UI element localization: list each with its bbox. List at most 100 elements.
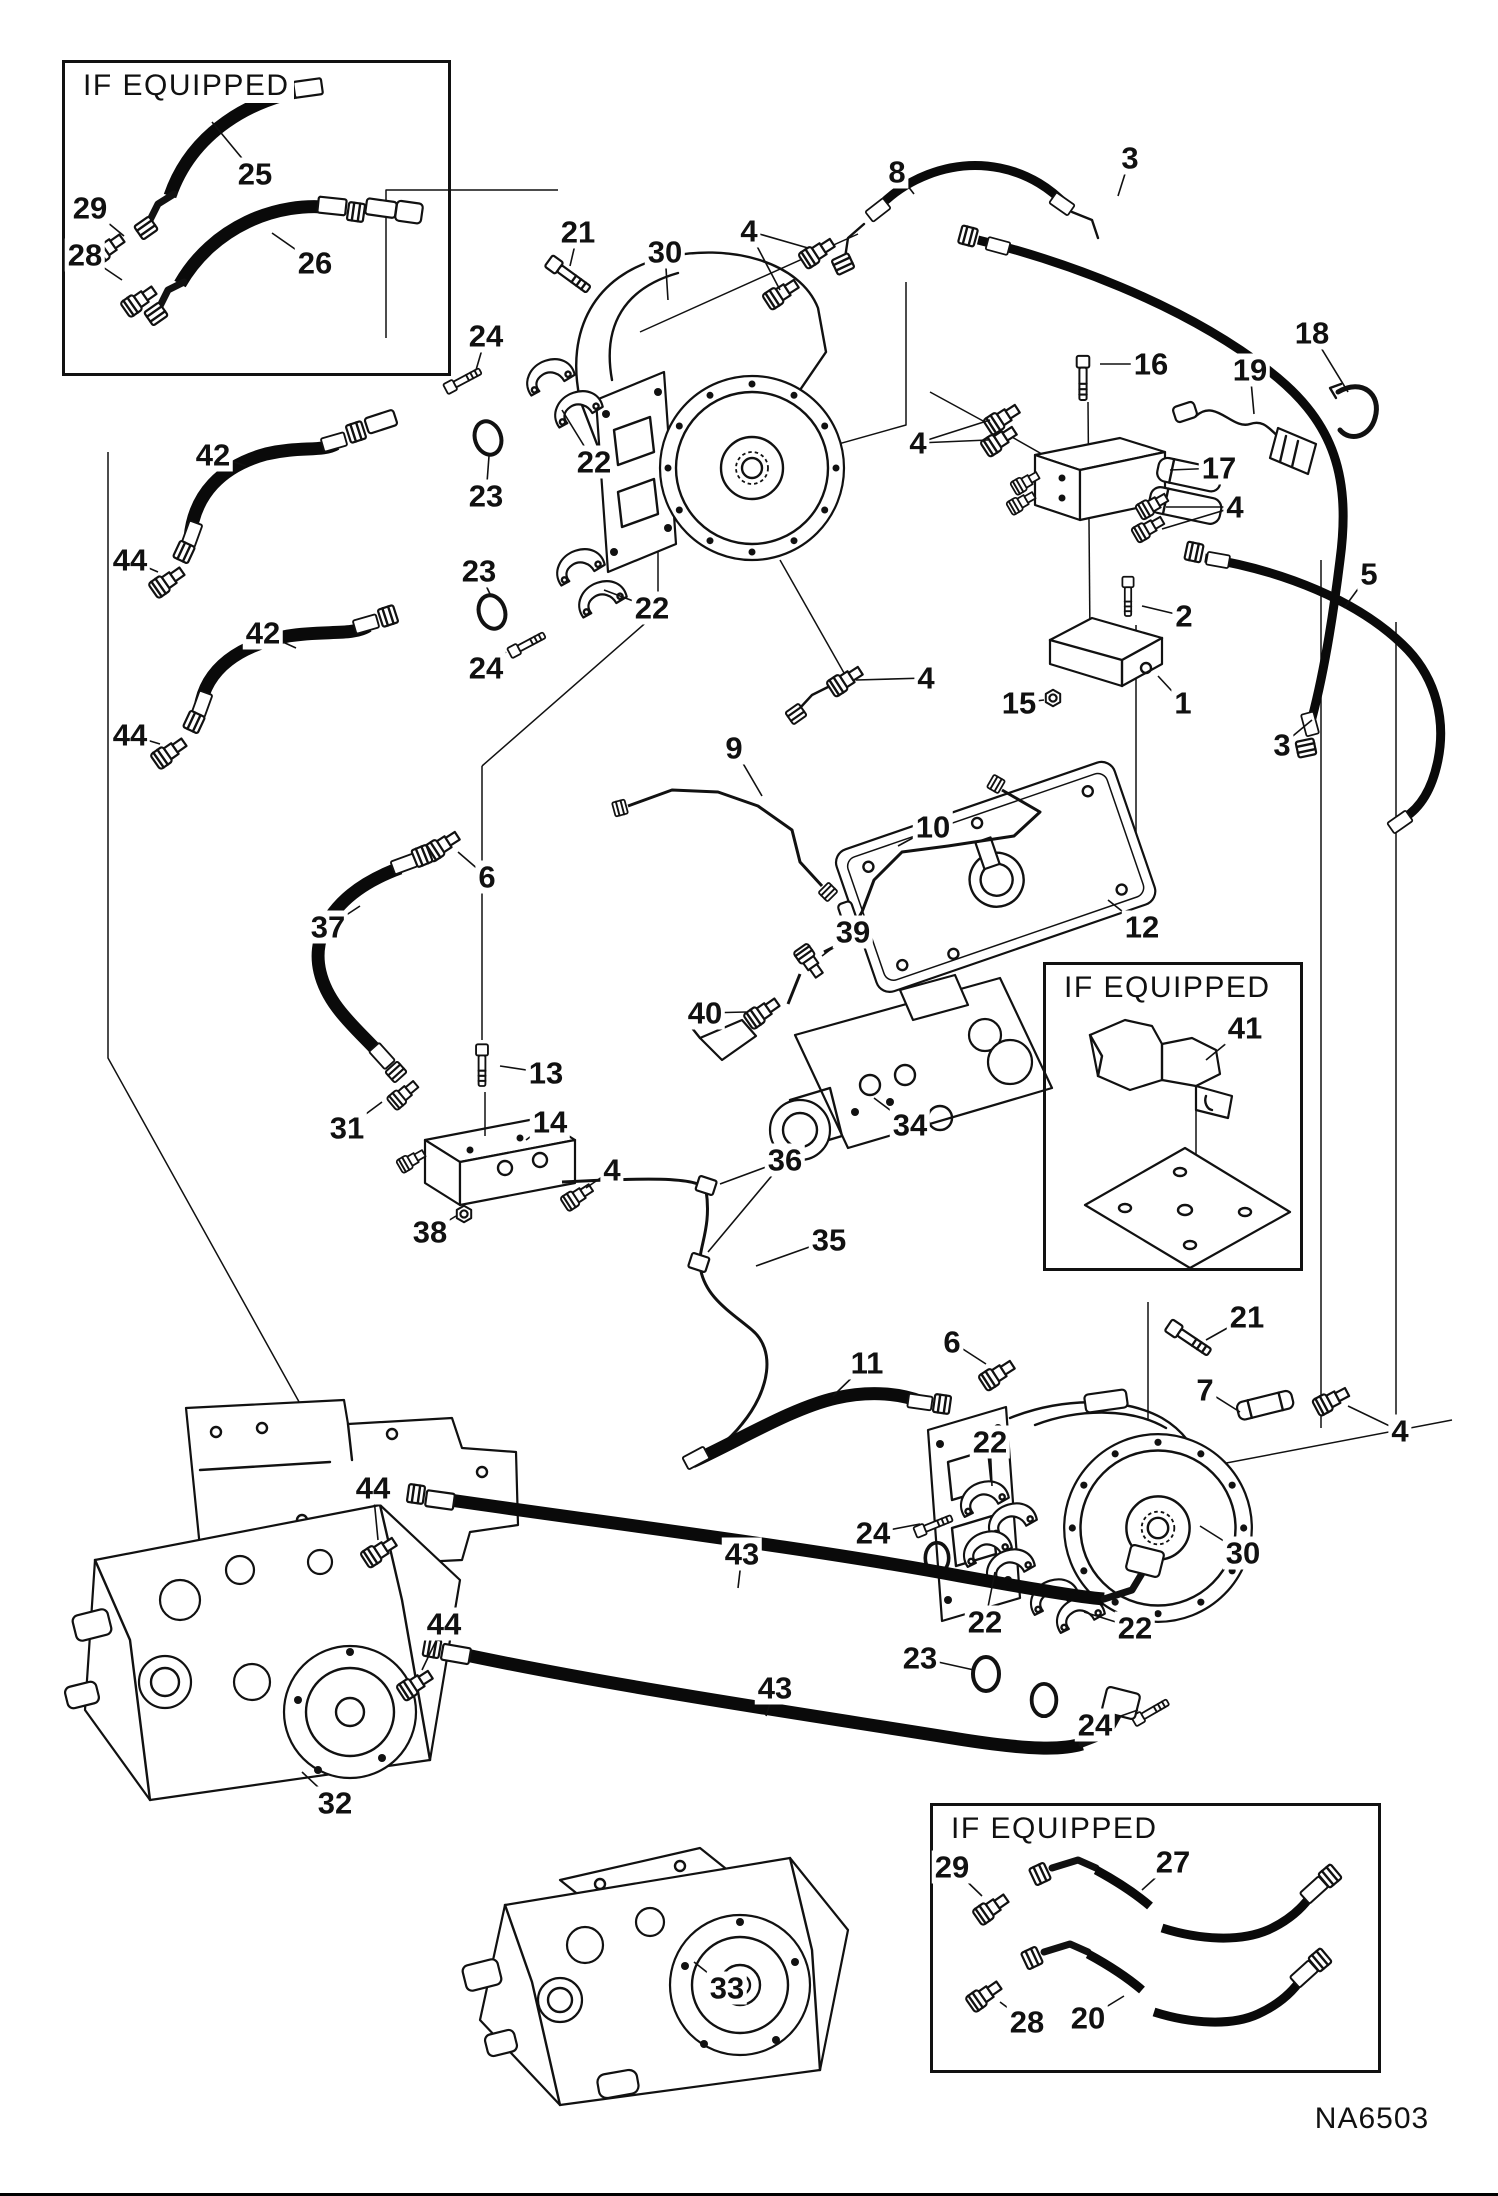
callout-17: 17 — [1198, 451, 1240, 485]
bolt-2 — [1121, 575, 1135, 617]
callout-3: 3 — [1118, 141, 1142, 175]
callout-22: 22 — [631, 591, 673, 625]
callout-18: 18 — [1291, 316, 1333, 350]
callout-44: 44 — [109, 543, 151, 577]
callout-44: 44 — [352, 1471, 394, 1505]
callout-20: 20 — [1067, 2001, 1109, 2035]
callout-24: 24 — [852, 1516, 894, 1550]
if-equipped-box-bottom-right: IF EQUIPPED — [930, 1803, 1381, 2073]
callout-19: 19 — [1229, 353, 1271, 387]
callout-23: 23 — [458, 554, 500, 588]
callout-15: 15 — [998, 686, 1040, 720]
callout-22: 22 — [1114, 1611, 1156, 1645]
callout-28: 28 — [1006, 2005, 1048, 2039]
callout-41: 41 — [1224, 1011, 1266, 1045]
if-equipped-title: IF EQUIPPED — [947, 1812, 1162, 1846]
callout-24: 24 — [465, 319, 507, 353]
inset-middle-right-art — [1083, 1018, 1292, 1270]
bolt-21-lower — [1163, 1317, 1215, 1360]
if-equipped-title: IF EQUIPPED — [79, 69, 294, 103]
drawing-number: NA6503 — [1314, 2102, 1430, 2135]
callout-29: 29 — [69, 191, 111, 225]
hose-42-upper — [146, 409, 399, 600]
callout-42: 42 — [192, 438, 234, 472]
callout-10: 10 — [912, 810, 954, 844]
callout-30: 30 — [1222, 1536, 1264, 1570]
orifice-7 — [1235, 1389, 1295, 1421]
callout-39: 39 — [832, 915, 874, 949]
callout-11: 11 — [847, 1346, 887, 1380]
callout-4: 4 — [906, 426, 930, 460]
callout-34: 34 — [889, 1108, 931, 1142]
mount-bracket-1 — [1048, 616, 1164, 688]
callout-3: 3 — [1270, 728, 1294, 762]
hose-3 — [956, 210, 1348, 759]
callout-35: 35 — [808, 1223, 850, 1257]
callout-25: 25 — [234, 157, 276, 191]
hose-42-lower — [148, 603, 400, 771]
adapter-4-lower-right — [1310, 1382, 1353, 1418]
inset-top-left-art — [86, 77, 424, 327]
callout-42: 42 — [242, 616, 284, 650]
callout-36: 36 — [764, 1143, 806, 1177]
nut-15 — [1044, 688, 1062, 708]
callout-1: 1 — [1171, 686, 1195, 720]
pump-33 — [461, 1846, 850, 2107]
callout-43: 43 — [754, 1671, 796, 1705]
callout-7: 7 — [1193, 1373, 1217, 1407]
hose-43-upper — [405, 1482, 1165, 1606]
adapter-fittings-4-upper — [760, 233, 1172, 726]
control-valve-block-17 — [1004, 436, 1223, 525]
pump-32 — [63, 1398, 520, 1802]
callout-27: 27 — [1152, 1845, 1194, 1879]
callout-24: 24 — [465, 651, 507, 685]
callout-2: 2 — [1172, 599, 1196, 633]
callout-29: 29 — [931, 1850, 973, 1884]
callout-44: 44 — [423, 1607, 465, 1641]
pressure-sensor-19 — [1172, 400, 1318, 476]
callout-30: 30 — [644, 235, 686, 269]
callout-14: 14 — [529, 1105, 571, 1139]
callout-13: 13 — [525, 1056, 567, 1090]
if-equipped-box-top-left: IF EQUIPPED — [62, 60, 451, 376]
if-equipped-box-middle-right: IF EQUIPPED — [1043, 962, 1303, 1271]
callout-4: 4 — [737, 214, 761, 248]
hose-11 — [681, 1355, 1019, 1471]
steel-tube-9 — [610, 788, 839, 903]
callout-23: 23 — [899, 1641, 941, 1675]
brake-valve-34 — [690, 973, 1054, 1162]
callout-4: 4 — [600, 1153, 624, 1187]
bolt-16 — [1075, 354, 1091, 402]
clip-18 — [1328, 382, 1379, 439]
callout-4: 4 — [1388, 1414, 1412, 1448]
hose-37 — [311, 843, 434, 1112]
hose-5 — [1183, 540, 1446, 835]
callout-22: 22 — [969, 1425, 1011, 1459]
tube-35 — [561, 1175, 769, 1462]
callout-8: 8 — [885, 155, 909, 189]
callout-23: 23 — [465, 479, 507, 513]
hose-8 — [830, 161, 1076, 277]
drive-motor-upper — [575, 251, 846, 574]
callout-38: 38 — [409, 1215, 451, 1249]
inset-bottom-right-art — [963, 1856, 1344, 2027]
callout-40: 40 — [684, 996, 726, 1030]
callout-12: 12 — [1121, 910, 1163, 944]
callout-22: 22 — [964, 1605, 1006, 1639]
callout-5: 5 — [1357, 557, 1381, 591]
bolt-21-upper — [543, 253, 594, 297]
callout-6: 6 — [940, 1325, 964, 1359]
callout-4: 4 — [1223, 490, 1247, 524]
callout-33: 33 — [706, 1971, 748, 2005]
callout-43: 43 — [721, 1537, 763, 1571]
callout-32: 32 — [314, 1786, 356, 1820]
callout-16: 16 — [1130, 347, 1172, 381]
callout-9: 9 — [722, 731, 746, 765]
callout-44: 44 — [109, 718, 151, 752]
callout-28: 28 — [64, 238, 106, 272]
callout-4: 4 — [914, 661, 938, 695]
callout-22: 22 — [573, 445, 615, 479]
callout-21: 21 — [557, 215, 599, 249]
if-equipped-title: IF EQUIPPED — [1060, 971, 1275, 1005]
